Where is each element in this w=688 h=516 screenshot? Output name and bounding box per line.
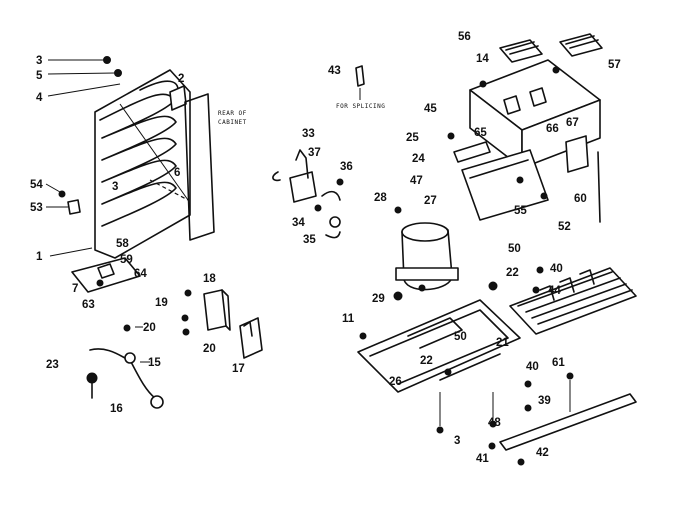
vent-covers	[499, 33, 603, 63]
callout-7: 7	[72, 283, 78, 295]
callout-56: 56	[458, 31, 471, 43]
callout-11: 11	[342, 313, 355, 325]
callout-3: 3	[36, 55, 42, 67]
callout-50b: 50	[454, 331, 467, 343]
rear-panel	[447, 132, 549, 221]
callout-3b: 3	[112, 181, 118, 193]
rear-cabinet-panel: REAR OF CABINET	[149, 93, 247, 241]
rear-of-cabinet-note-2: CABINET	[218, 119, 247, 126]
relay-screws	[123, 314, 190, 336]
coil-screws	[47, 56, 122, 97]
callout-58: 58	[116, 238, 129, 250]
callout-57: 57	[608, 59, 621, 71]
callout-60: 60	[574, 193, 587, 205]
callout-48: 48	[488, 417, 501, 429]
callout-40a: 40	[550, 263, 563, 275]
splice-connector: FOR SPLICING	[336, 65, 385, 110]
for-splicing-note: FOR SPLICING	[336, 103, 385, 110]
callout-53: 53	[30, 202, 43, 214]
rear-of-cabinet-note-1: REAR OF	[218, 110, 247, 117]
callout-23: 23	[46, 359, 59, 371]
callout-47: 47	[410, 175, 423, 187]
callout-33: 33	[302, 128, 315, 140]
callout-15: 15	[148, 357, 161, 369]
callout-52: 52	[558, 221, 571, 233]
callout-66: 66	[546, 123, 559, 135]
callout-61: 61	[552, 357, 565, 369]
callout-17: 17	[232, 363, 245, 375]
callout-36: 36	[340, 161, 353, 173]
callout-64: 64	[134, 268, 147, 280]
base-bolts	[488, 380, 532, 450]
relay-cover	[239, 317, 263, 359]
callout-54: 54	[30, 179, 43, 191]
callout-35: 35	[303, 234, 316, 246]
callout-21: 21	[496, 337, 509, 349]
part-callouts: 3 5 4 2 6 3 54 53 1 58 59 64 7 63 18 19 …	[30, 31, 621, 465]
condenser-coil	[94, 69, 191, 259]
callout-1: 1	[36, 251, 43, 263]
relay-bracket	[184, 289, 231, 331]
callout-44: 44	[548, 285, 561, 297]
callout-42: 42	[536, 447, 549, 459]
callout-63: 63	[82, 299, 95, 311]
side-plate	[565, 135, 601, 223]
callout-45: 45	[424, 103, 437, 115]
callout-24: 24	[412, 153, 425, 165]
fan-shroud	[469, 59, 601, 169]
callout-29: 29	[372, 293, 385, 305]
callout-2: 2	[178, 73, 184, 85]
side-clip	[45, 183, 81, 215]
front-rail	[499, 372, 637, 466]
callout-37: 37	[308, 147, 321, 159]
callout-55: 55	[514, 205, 527, 217]
callout-18: 18	[203, 273, 216, 285]
callout-65: 65	[474, 127, 487, 139]
overload-relay	[272, 149, 344, 239]
condenser-grille	[509, 266, 637, 335]
callout-40b: 40	[526, 361, 539, 373]
callout-50a: 50	[508, 243, 521, 255]
callout-20b: 20	[203, 343, 216, 355]
compressor-base	[357, 281, 521, 434]
drain-pan	[71, 257, 141, 293]
coil-bracket	[169, 85, 187, 111]
callout-4: 4	[36, 92, 43, 104]
callout-20a: 20	[143, 322, 156, 334]
callout-43: 43	[328, 65, 341, 77]
compressor	[393, 206, 459, 301]
callout-25: 25	[406, 132, 419, 144]
callout-41: 41	[476, 453, 489, 465]
wire-harness	[86, 348, 164, 409]
callout-26: 26	[389, 376, 402, 388]
callout-22a: 22	[506, 267, 519, 279]
callout-67: 67	[566, 117, 579, 129]
callout-27: 27	[424, 195, 437, 207]
callout-28: 28	[374, 192, 387, 204]
callout-3c: 3	[454, 435, 460, 447]
callout-39: 39	[538, 395, 551, 407]
callout-14: 14	[476, 53, 489, 65]
callout-6: 6	[174, 167, 180, 179]
callout-16: 16	[110, 403, 123, 415]
callout-34: 34	[292, 217, 305, 229]
leader-1	[49, 247, 93, 257]
callout-19: 19	[155, 297, 168, 309]
callout-22b: 22	[420, 355, 433, 367]
callout-5: 5	[36, 70, 43, 82]
callout-59: 59	[120, 254, 133, 266]
